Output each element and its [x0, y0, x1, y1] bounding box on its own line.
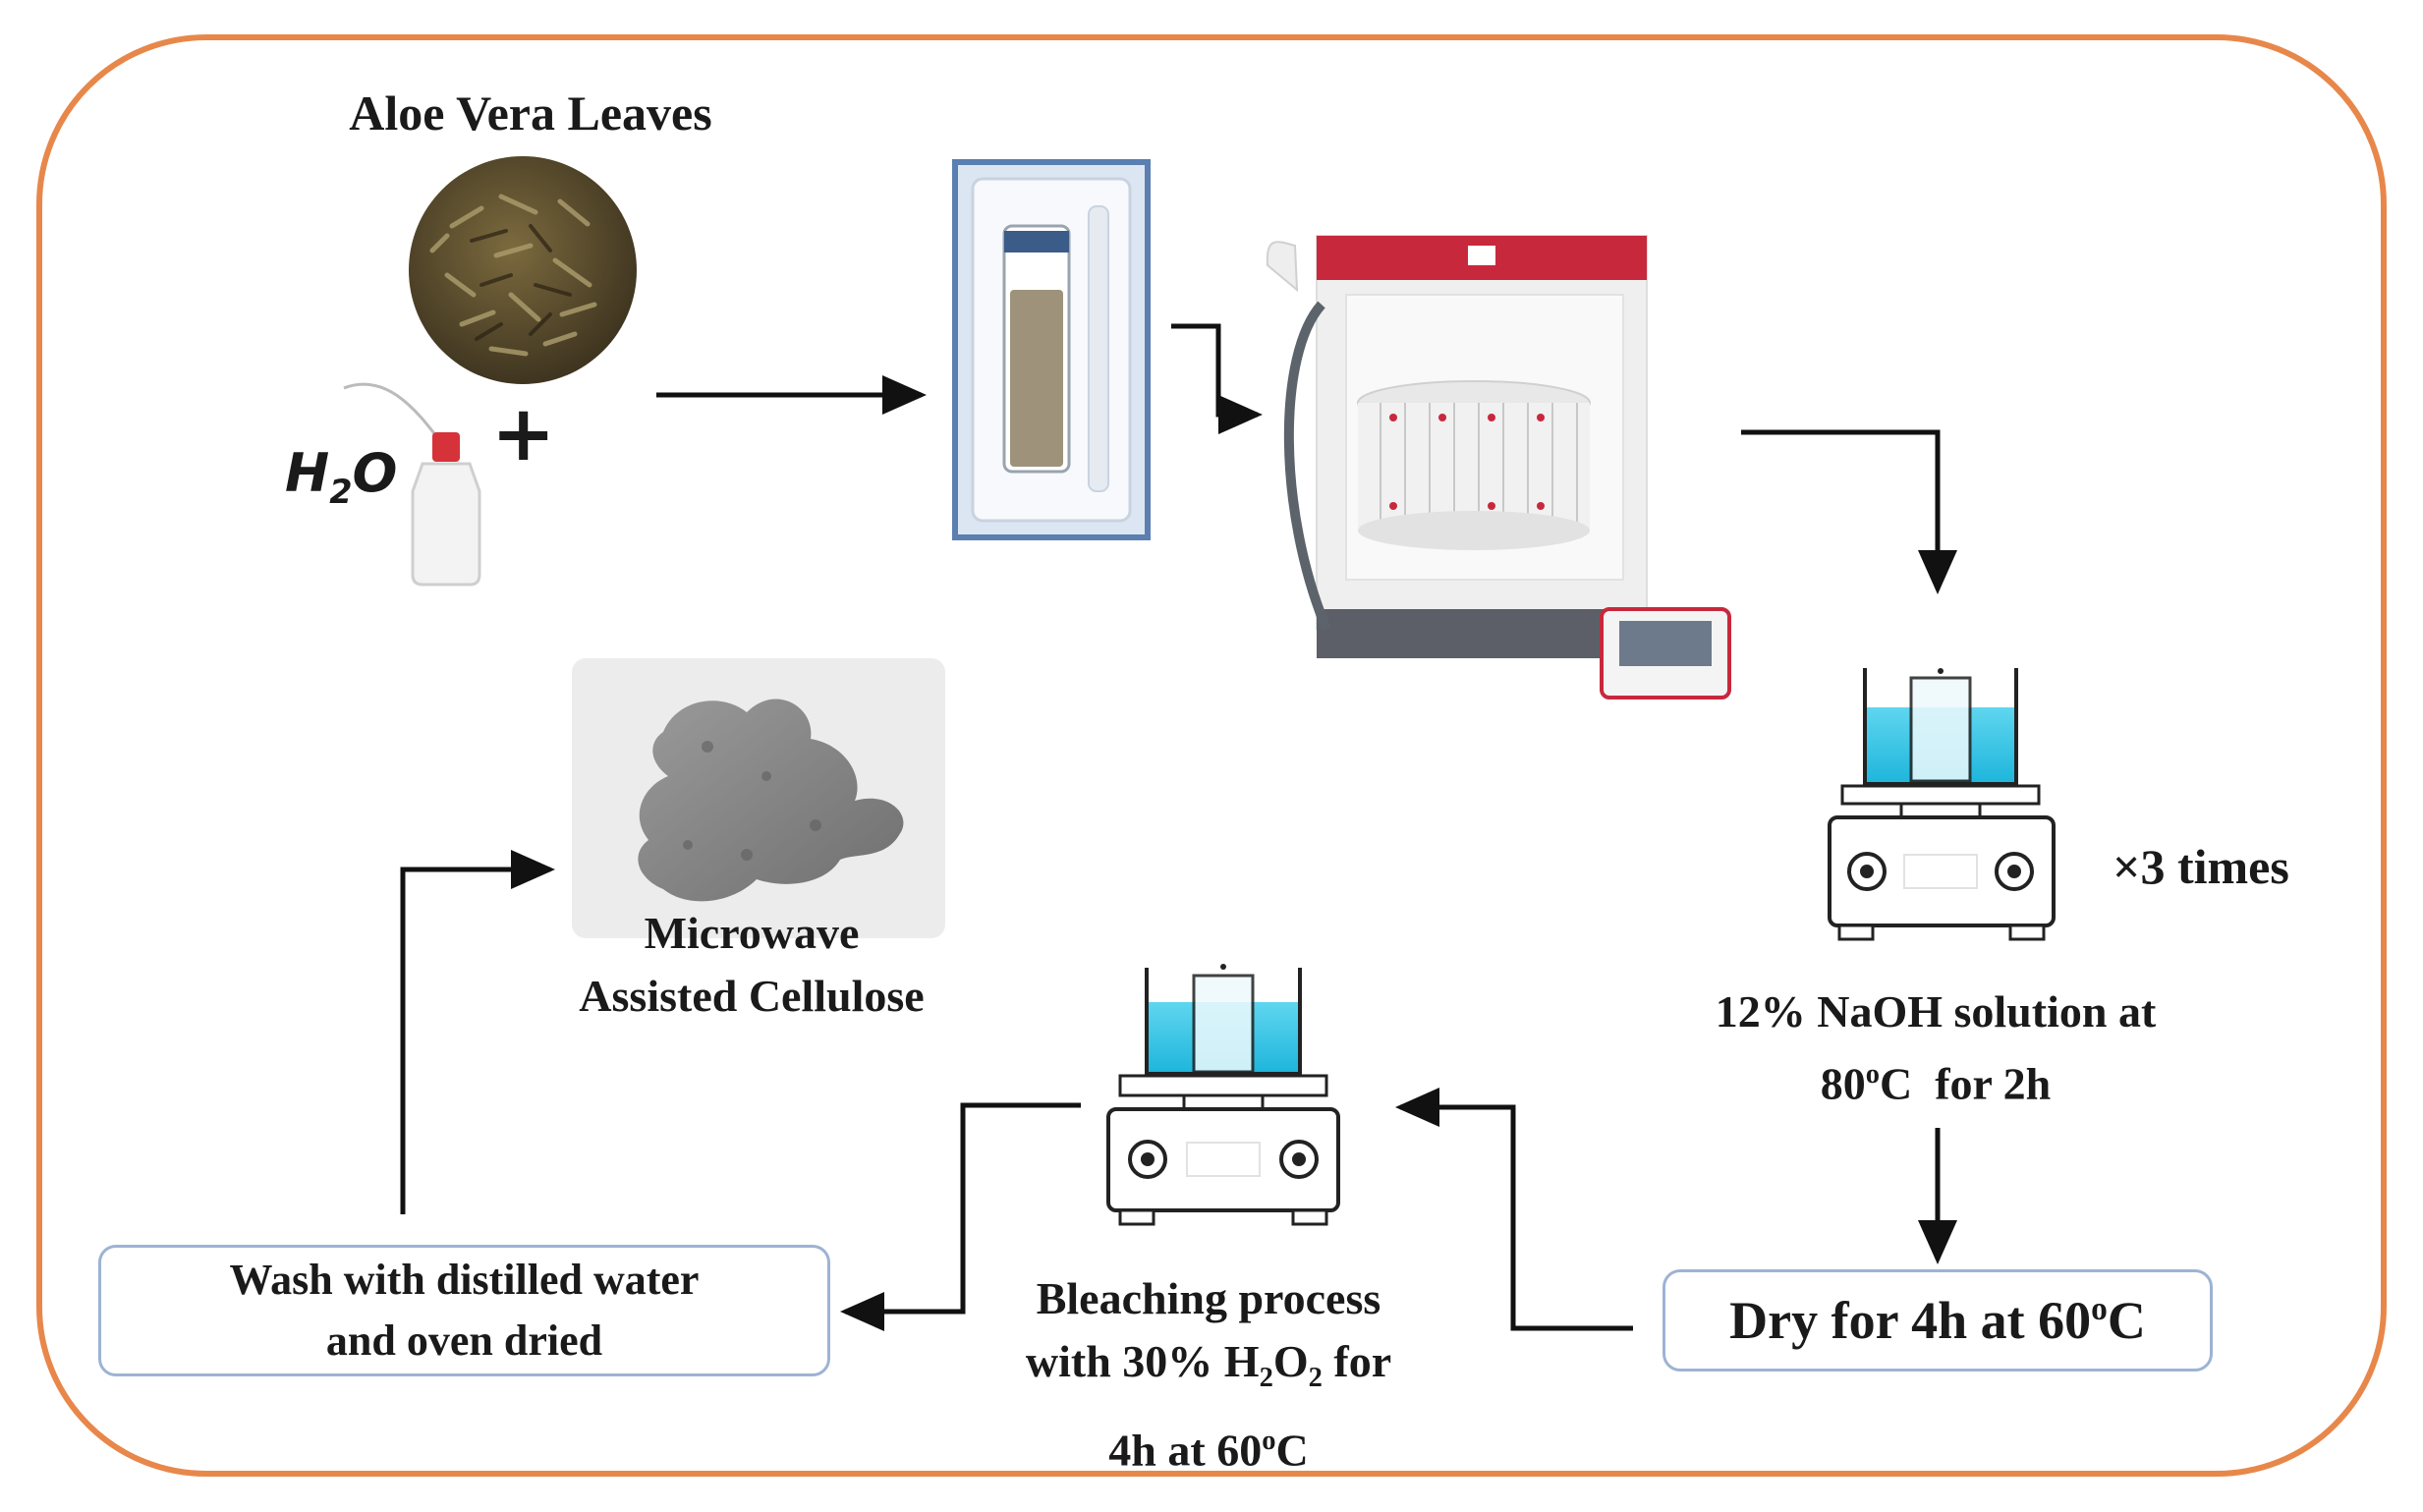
wash-line-2: and oven dried [325, 1316, 603, 1365]
label-water: H2O [285, 442, 397, 511]
arrow-wash-to-product [400, 850, 555, 1214]
bleach-line-2: with 30% H2O2 for [933, 1330, 1484, 1410]
naoh-line-2-b: C for 2h [1880, 1058, 2052, 1109]
microwave-vessel-icon [952, 159, 1151, 540]
bleach-line-3-sup: o [1262, 1426, 1276, 1457]
naoh-line-2-a: 80 [1820, 1058, 1866, 1109]
aloe-leaves-icon [409, 156, 637, 384]
outer-frame [36, 34, 2387, 1477]
product-label: Microwave Assisted Cellulose [511, 902, 992, 1028]
wash-step-box: Wash with distilled water and oven dried [98, 1245, 830, 1376]
hotplate-bleach-icon [1106, 964, 1340, 1226]
bleach-line-2-b: for [1322, 1336, 1392, 1386]
label-plus: + [491, 390, 556, 478]
label-water-sub: 2 [329, 472, 353, 511]
dry-label-a: Dry for 4h at 60 [1729, 1291, 2092, 1350]
bleach-line-3: 4h at 60oC [933, 1410, 1484, 1482]
hotplate-naoh-icon [1828, 668, 2056, 941]
label-water-h: H [285, 442, 330, 504]
bleach-line-3-a: 4h at 60 [1108, 1425, 1263, 1476]
bleach-line-3-b: C [1275, 1425, 1309, 1476]
dry-label: Dry for 4h at 60oC [1729, 1290, 2146, 1351]
wash-line-1: Wash with distilled water [229, 1256, 700, 1304]
label-water-o: O [352, 442, 398, 504]
naoh-condition: 12% NaOH solution at 80oC for 2h [1661, 980, 2211, 1115]
naoh-line-2-sup: o [1865, 1059, 1881, 1090]
bleach-line-1: Bleaching process [1036, 1273, 1381, 1323]
arrow-bleach-to-wash [840, 1102, 1081, 1331]
label-aloe-vera-leaves: Aloe Vera Leaves [349, 85, 712, 140]
bleach-condition: Bleaching process with 30% H2O2 for 4h a… [933, 1267, 1484, 1483]
dry-label-b: C [2107, 1291, 2146, 1350]
product-line-2: Assisted Cellulose [579, 971, 925, 1021]
product-line-1: Microwave [644, 908, 860, 958]
naoh-line-1: 12% NaOH solution at [1715, 986, 2157, 1036]
bleach-line-2-a: with 30% H [1025, 1336, 1260, 1386]
arrow-vessel-to-reactor [1171, 323, 1263, 434]
bleach-line-2-mid: O [1272, 1336, 1309, 1386]
bleach-line-2-sub1: 2 [1259, 1363, 1273, 1394]
bleach-line-2-sub2: 2 [1308, 1363, 1323, 1394]
arrow-dry-to-bleach [1395, 1088, 1633, 1331]
naoh-line-2: 80oC for 2h [1661, 1043, 2211, 1115]
wash-bottle-icon [343, 382, 481, 587]
dry-step-box: Dry for 4h at 60oC [1662, 1269, 2213, 1372]
cellulose-product-icon [572, 658, 945, 938]
microwave-reactor-icon [1266, 235, 1731, 700]
arrow-reactor-to-naoh [1741, 429, 1957, 594]
label-times: ×3 times [2113, 839, 2289, 894]
flow-arrows [400, 323, 1957, 1331]
dry-label-sup: o [2091, 1291, 2108, 1327]
